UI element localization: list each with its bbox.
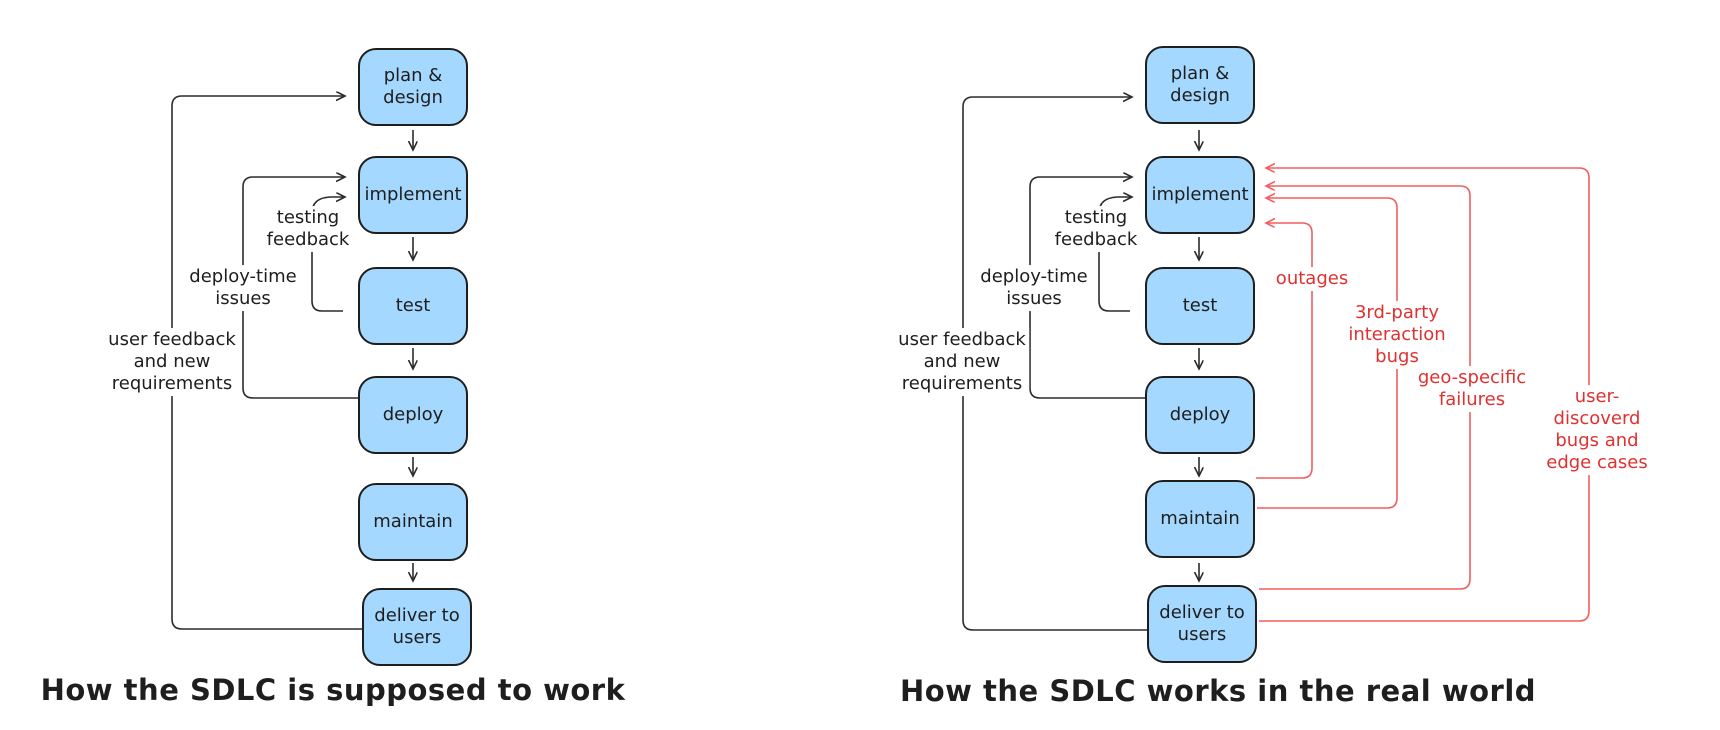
node-maintain-right: maintain: [1145, 480, 1255, 558]
node-deploy-left: deploy: [358, 376, 468, 454]
label-deploy-time-issues-right: deploy-time issues: [977, 265, 1091, 311]
label-outages: outages: [1272, 267, 1352, 291]
label-testing-feedback-right: testing feedback: [1051, 206, 1141, 252]
node-test-right: test: [1145, 267, 1255, 345]
node-maintain-left: maintain: [358, 483, 468, 561]
node-test-left: test: [358, 267, 468, 345]
node-plan-design-left: plan & design: [358, 48, 468, 126]
label-third-party-bugs: 3rd-party interaction bugs: [1345, 301, 1449, 369]
loop-testing-feedback-right: [1098, 197, 1131, 312]
failure-arrow-outages: [1256, 223, 1313, 479]
label-user-feedback-right: user feedback and new requirements: [895, 328, 1029, 396]
caption-right: How the SDLC works in the real world: [899, 674, 1537, 708]
caption-left: How the SDLC is supposed to work: [40, 673, 626, 707]
label-user-discovered-bugs: user-discoverd bugs and edge cases: [1535, 385, 1659, 475]
node-implement-left: implement: [358, 156, 468, 234]
node-deploy-right: deploy: [1145, 376, 1255, 454]
loop-testing-feedback-left: [311, 197, 344, 312]
label-geo-specific-failures: geo-specific failures: [1414, 366, 1530, 412]
node-deliver-users-right: deliver to users: [1147, 585, 1257, 663]
node-deliver-users-left: deliver to users: [362, 588, 472, 666]
label-deploy-time-issues-left: deploy-time issues: [186, 265, 300, 311]
label-testing-feedback-left: testing feedback: [263, 206, 353, 252]
node-plan-design-right: plan & design: [1145, 46, 1255, 124]
node-implement-right: implement: [1145, 156, 1255, 234]
label-user-feedback-left: user feedback and new requirements: [105, 328, 239, 396]
